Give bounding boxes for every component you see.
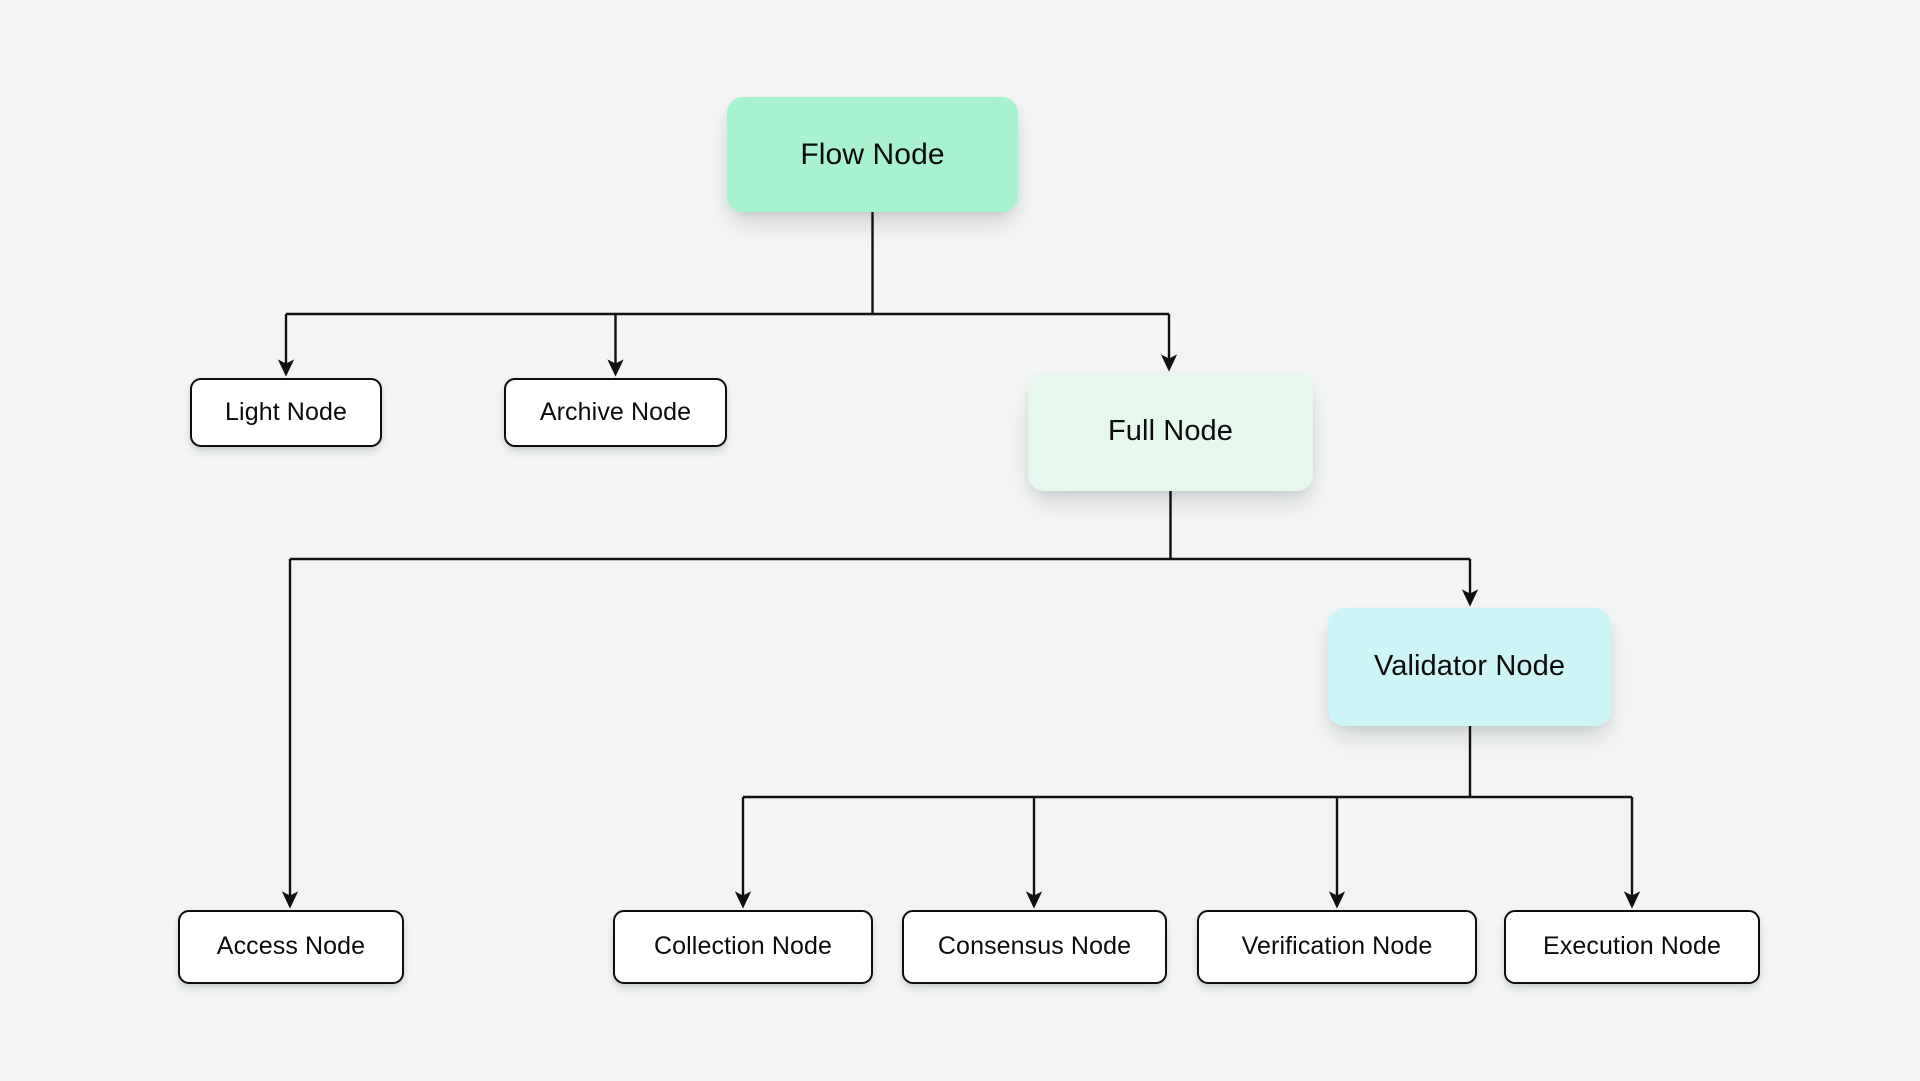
node-label-collection-node: Collection Node <box>654 932 832 961</box>
node-full-node[interactable]: Full Node <box>1028 373 1313 491</box>
node-validator-node[interactable]: Validator Node <box>1328 608 1611 726</box>
node-label-archive-node: Archive Node <box>539 397 692 426</box>
node-access-node[interactable]: Access Node <box>178 910 404 984</box>
node-execution-node[interactable]: Execution Node <box>1504 910 1760 984</box>
node-consensus-node[interactable]: Consensus Node <box>902 910 1167 984</box>
node-label-consensus-node: Consensus Node <box>937 932 1132 961</box>
node-label-execution-node: Execution Node <box>1543 932 1721 961</box>
node-light-node[interactable]: Light Node <box>190 378 382 447</box>
node-label-validator-node: Validator Node <box>1373 650 1566 683</box>
node-label-light-node: Light Node <box>225 397 347 426</box>
node-verification-node[interactable]: Verification Node <box>1197 910 1477 984</box>
node-label-access-node: Access Node <box>216 932 366 961</box>
node-flow-node[interactable]: Flow Node <box>727 97 1018 212</box>
node-label-flow-node: Flow Node <box>800 138 945 171</box>
node-archive-node[interactable]: Archive Node <box>504 378 727 447</box>
node-label-verification-node: Verification Node <box>1241 932 1433 961</box>
node-collection-node[interactable]: Collection Node <box>613 910 873 984</box>
node-label-full-node: Full Node <box>1107 415 1233 448</box>
